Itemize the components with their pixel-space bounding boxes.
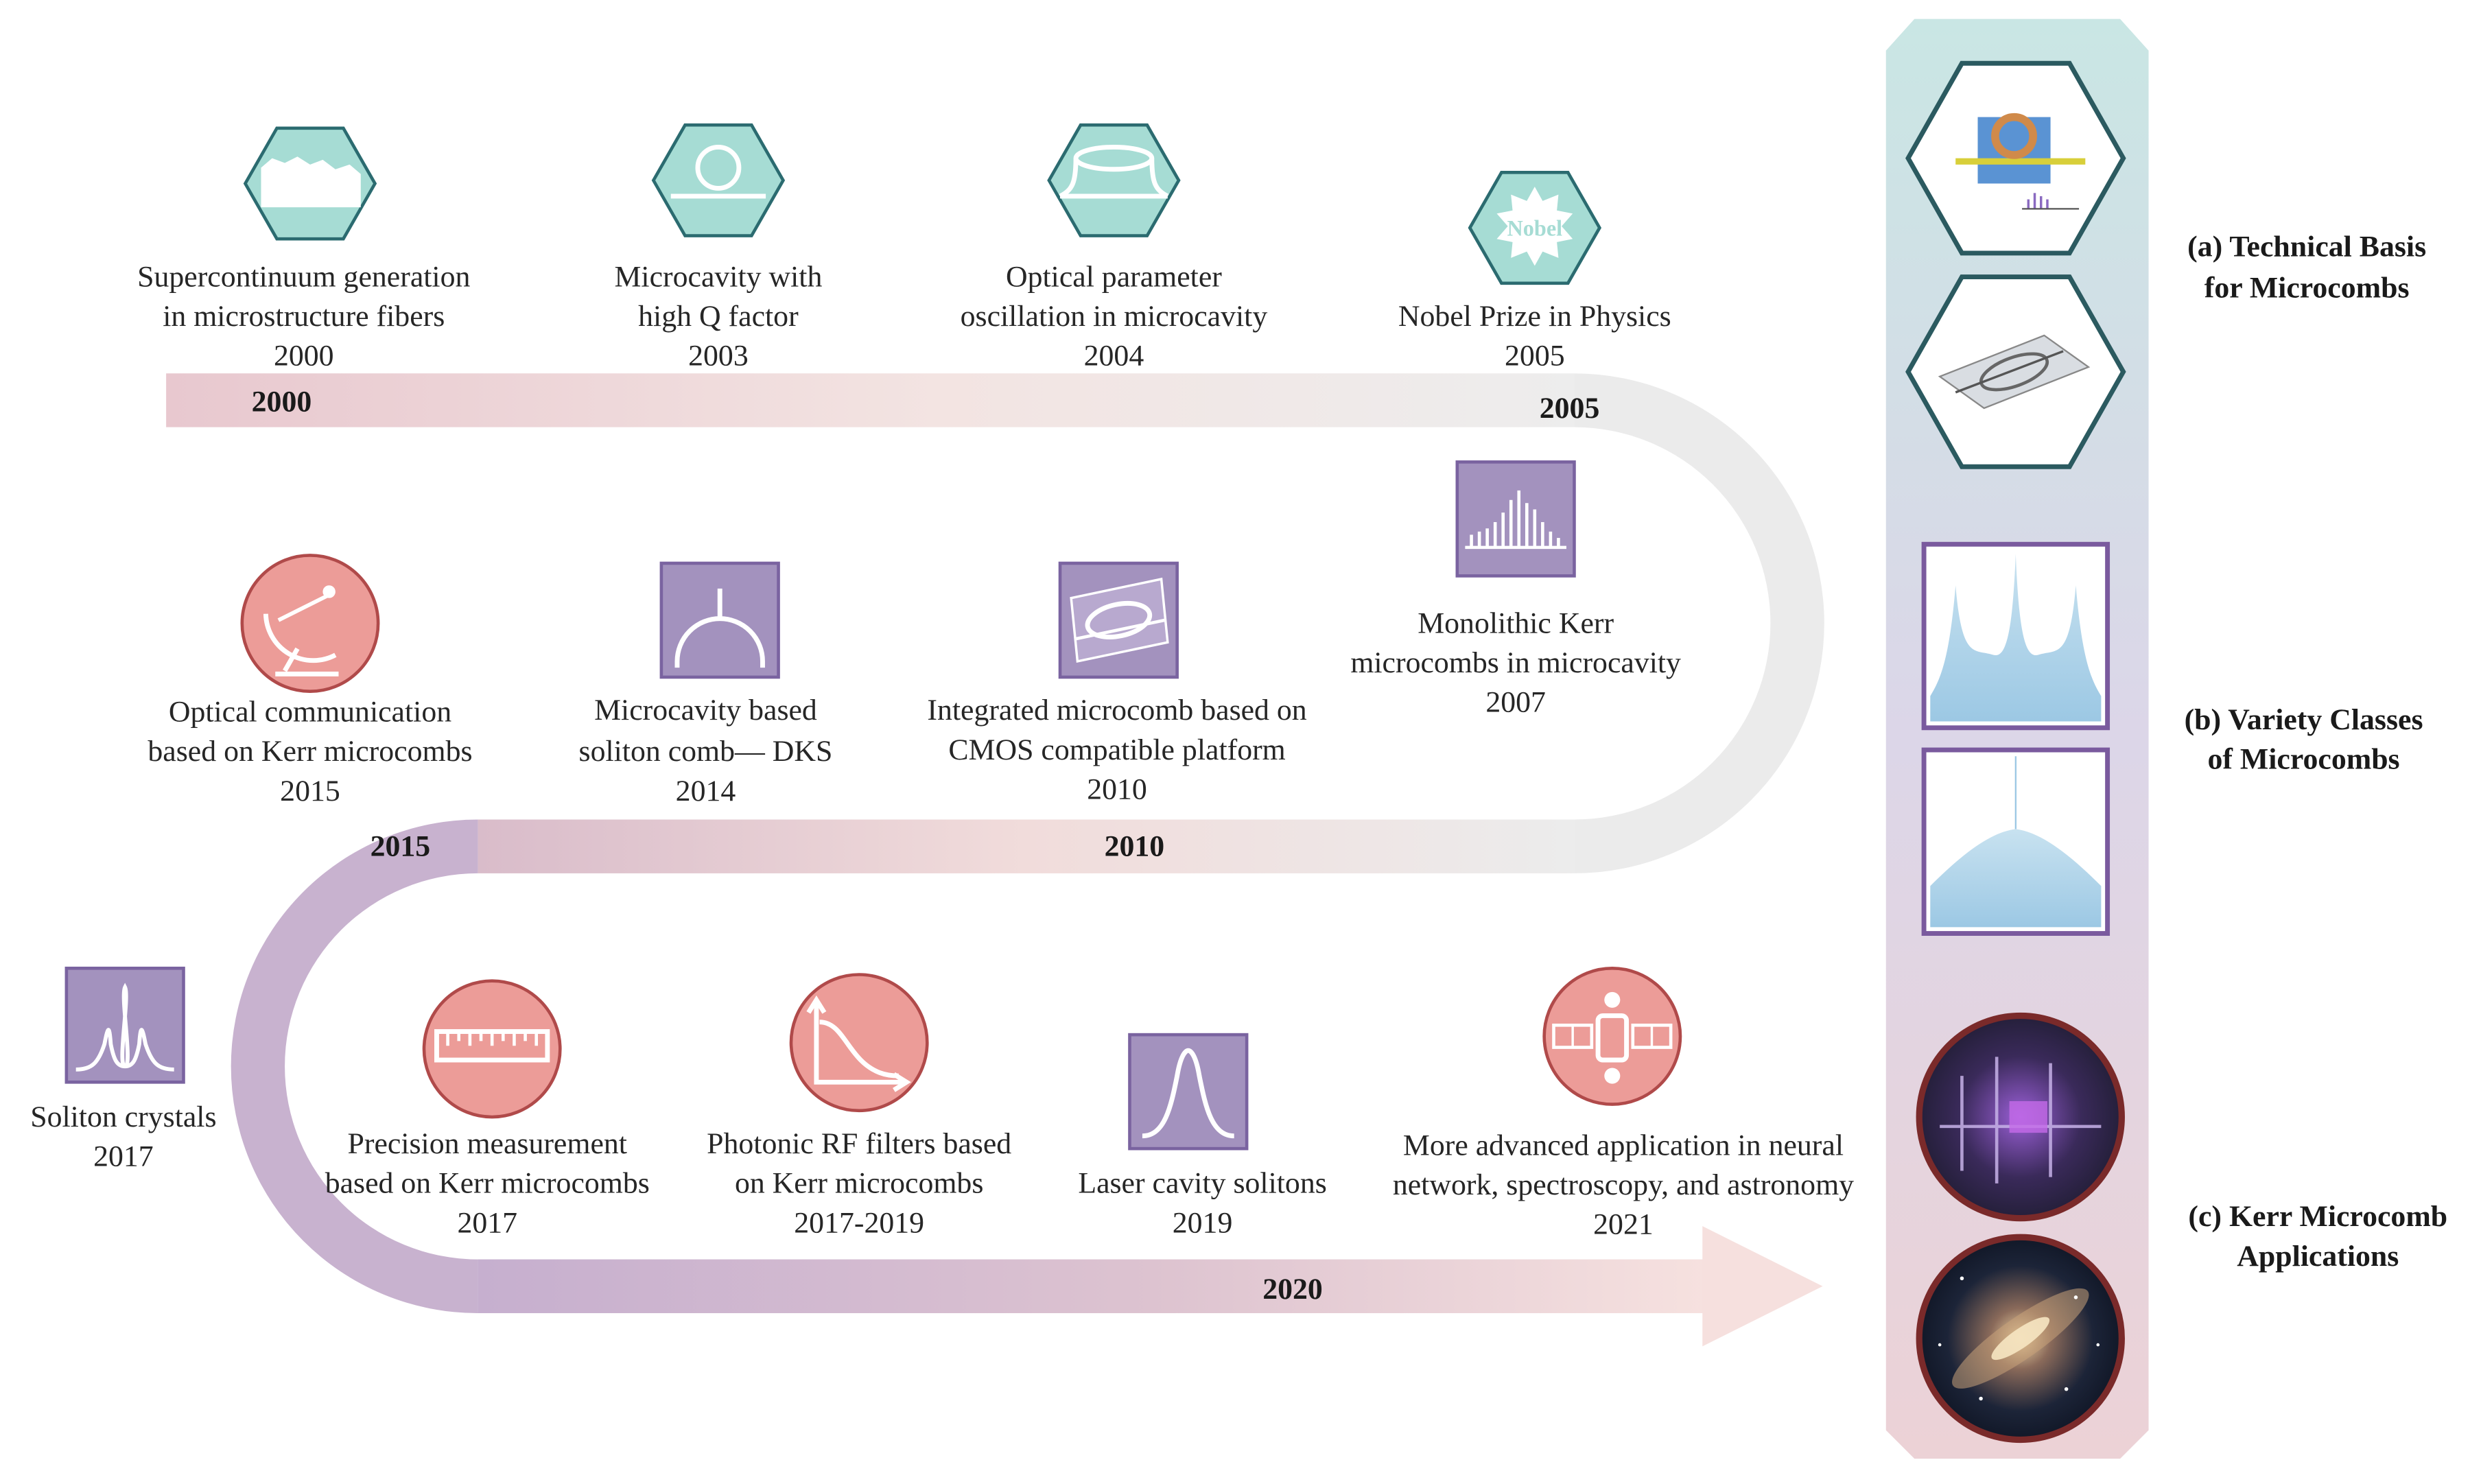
svg-text:(b) Variety Classes: (b) Variety Classes (2185, 703, 2423, 736)
nobel-badge-text: Nobel (1507, 216, 1562, 241)
milestone-dks: Microcavity based soliton comb— DKS 2014 (579, 694, 833, 808)
svg-text:network, spectroscopy, and ast: network, spectroscopy, and astronomy (1393, 1168, 1854, 1201)
milestone-opo: Optical parameter oscillation in microca… (961, 260, 1268, 372)
sech-spectrum-image (1921, 747, 2110, 936)
svg-text:2000: 2000 (274, 340, 334, 373)
svg-text:Optical communication: Optical communication (169, 696, 451, 729)
satellite-dish-icon (240, 554, 380, 694)
svg-text:Nobel Prize in Physics: Nobel Prize in Physics (1398, 300, 1671, 333)
year-label-2000: 2000 (252, 386, 312, 419)
year-label-2020: 2020 (1262, 1273, 1323, 1306)
milestone-rf: Photonic RF filters based on Kerr microc… (707, 1127, 1011, 1239)
svg-text:Laser cavity solitons: Laser cavity solitons (1078, 1167, 1326, 1200)
svg-text:Monolithic Kerr: Monolithic Kerr (1418, 606, 1614, 639)
milestone-advanced: More advanced application in neural netw… (1393, 1129, 1854, 1240)
svg-text:of Microcombs: of Microcombs (2207, 743, 2399, 776)
svg-text:on Kerr microcombs: on Kerr microcombs (735, 1167, 983, 1200)
caption-technical-basis: (a) Technical Basis for Microcombs (2187, 231, 2426, 305)
satellite-icon (1542, 966, 1682, 1106)
ring-resonator-hexagon (1905, 60, 2126, 256)
svg-text:Optical parameter: Optical parameter (1006, 260, 1222, 293)
milestone-supercontinuum: Supercontinuum generation in microstruct… (137, 260, 470, 372)
soliton-crystals-icon (64, 966, 185, 1084)
milestone-crystals: Soliton crystals 2017 (30, 1100, 216, 1173)
svg-text:2007: 2007 (1485, 686, 1546, 719)
svg-text:soliton comb— DKS: soliton comb— DKS (579, 735, 833, 768)
svg-text:for Microcombs: for Microcombs (2204, 272, 2410, 305)
nobel-icon: Nobel (1468, 171, 1602, 285)
svg-text:(a) Technical Basis: (a) Technical Basis (2187, 231, 2426, 263)
year-label-2005: 2005 (1540, 392, 1600, 425)
milestone-precision: Precision measurement based on Kerr micr… (325, 1127, 650, 1239)
svg-text:microcombs in microcavity: microcombs in microcavity (1350, 646, 1681, 679)
milestone-monolithic: Monolithic Kerr microcombs in microcavit… (1350, 606, 1681, 718)
svg-text:2014: 2014 (676, 775, 736, 808)
caption-applications: (c) Kerr Microcomb Applications (2188, 1200, 2447, 1273)
milestone-optcomm: Optical communication based on Kerr micr… (148, 696, 472, 808)
svg-text:2010: 2010 (1087, 773, 1147, 806)
svg-text:in microstructure fibers: in microstructure fibers (163, 300, 445, 333)
svg-text:Photonic RF filters based: Photonic RF filters based (707, 1127, 1011, 1160)
broadband-spectrum-image (1921, 541, 2110, 731)
svg-text:2003: 2003 (688, 340, 749, 373)
svg-text:2021: 2021 (1593, 1208, 1654, 1241)
svg-text:Precision measurement: Precision measurement (348, 1127, 627, 1160)
supercontinuum-icon (243, 126, 377, 241)
svg-text:2004: 2004 (1084, 340, 1144, 373)
svg-text:2017: 2017 (93, 1140, 154, 1173)
svg-text:2015: 2015 (280, 775, 340, 808)
svg-text:Integrated microcomb based on: Integrated microcomb based on (927, 694, 1306, 727)
timeline-band (166, 373, 1824, 1347)
svg-text:CMOS compatible platform: CMOS compatible platform (948, 733, 1285, 766)
svg-text:oscillation in microcavity: oscillation in microcavity (961, 300, 1268, 333)
year-label-2015: 2015 (371, 830, 431, 863)
cmos-chip-icon (1058, 561, 1179, 679)
band-curve-left (231, 819, 478, 1313)
svg-text:Microcavity based: Microcavity based (594, 694, 817, 727)
band-curve-right (1574, 373, 1824, 873)
svg-text:Applications: Applications (2237, 1240, 2399, 1273)
svg-text:More advanced application in n: More advanced application in neural (1403, 1129, 1844, 1162)
svg-text:2019: 2019 (1173, 1206, 1233, 1239)
svg-text:Microcavity with: Microcavity with (614, 260, 822, 293)
svg-text:based on Kerr microcombs: based on Kerr microcombs (148, 735, 472, 768)
ruler-icon (422, 979, 562, 1119)
band-arrowhead (1702, 1226, 1823, 1347)
milestone-nobel: Nobel Prize in Physics 2005 (1398, 300, 1671, 373)
laser-soliton-icon (1128, 1033, 1249, 1151)
microcavity-ring-icon (651, 123, 786, 237)
svg-text:Soliton crystals: Soliton crystals (30, 1100, 216, 1133)
svg-text:2017-2019: 2017-2019 (794, 1206, 924, 1239)
milestone-cmos: Integrated microcomb based on CMOS compa… (927, 694, 1306, 805)
dks-soliton-icon (659, 561, 780, 679)
galaxy-photo (1916, 1234, 2125, 1444)
rf-filter-icon (789, 973, 929, 1113)
opo-disk-icon (1047, 123, 1181, 237)
svg-text:2005: 2005 (1505, 340, 1565, 373)
milestone-highq: Microcavity with high Q factor 2003 (614, 260, 822, 372)
lab-setup-photo (1916, 1012, 2125, 1222)
svg-text:(c) Kerr Microcomb: (c) Kerr Microcomb (2188, 1200, 2447, 1233)
svg-text:based on Kerr microcombs: based on Kerr microcombs (325, 1167, 650, 1200)
caption-variety-classes: (b) Variety Classes of Microcombs (2185, 703, 2423, 776)
side-panel (1885, 19, 2149, 1459)
milestone-laser: Laser cavity solitons 2019 (1078, 1167, 1326, 1240)
monolithic-spectrum-icon (1455, 460, 1576, 578)
band-bottom (478, 1259, 1706, 1313)
svg-text:high Q factor: high Q factor (638, 300, 799, 333)
year-label-2010: 2010 (1105, 830, 1165, 863)
band-top (166, 373, 1575, 427)
svg-text:2017: 2017 (457, 1206, 517, 1239)
band-middle (478, 819, 1575, 873)
microresonator-chip-hexagon (1905, 274, 2126, 469)
svg-text:Supercontinuum generation: Supercontinuum generation (137, 260, 470, 293)
